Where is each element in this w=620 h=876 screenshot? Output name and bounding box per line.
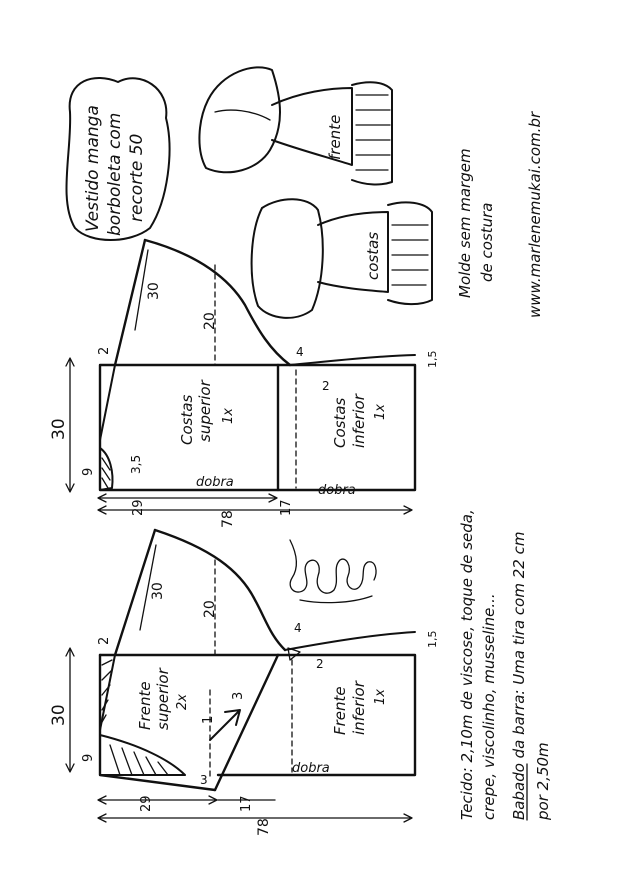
back-sleeve-30: 30 [146,282,162,300]
front-dart-1: 1 [201,716,216,724]
front-shoulder-9: 9 [81,754,96,762]
front-lower-line-1: Frente [331,686,349,735]
front-lower-line-2: inferior [350,680,368,735]
seam-note-line-2: de costura [478,202,496,282]
back-upper-length: 29 [131,499,146,516]
fabric-line-4: por 2,50m [534,742,552,821]
back-sleeve-20: 20 [202,312,218,330]
front-lower-fold: dobra [292,761,330,776]
fabric-notes: Tecido: 2,10m de viscose, toque de seda,… [458,509,552,821]
front-width-label: 30 [49,704,69,726]
fabric-line-1: Tecido: 2,10m de viscose, toque de seda, [458,509,476,820]
back-waist-4: 4 [296,345,304,359]
back-upper-line-1: Costas [178,394,196,445]
sketch-label-back: costas [364,232,382,280]
back-side-2: 2 [322,379,330,393]
title-line-1: Vestido manga [83,105,103,232]
website-note: www.marlenemukai.com.br [526,111,544,318]
sketch-label-front: frente [326,115,344,160]
fabric-line-3: Babado da barra: Uma tira com 22 cm [510,532,528,820]
dress-sketch-front: frente [198,66,393,186]
front-height-label: 78 [256,818,272,836]
front-upper-line-2: superior [154,667,172,730]
fabric-line-2: crepe, viscolinho, musseline... [480,593,498,820]
signature [289,539,377,604]
front-sleeve-30: 30 [150,582,166,600]
front-dart-3: 3 [231,692,246,700]
front-side-2: 2 [316,657,324,671]
title-line-2: borboleta com [105,113,125,236]
back-lower-fold: dobra [318,483,356,498]
seam-note-line-1: Molde sem margem [456,148,474,298]
title-box: Vestido manga borboleta com recorte 50 [65,77,171,241]
back-upper-line-3: 1x [221,408,236,424]
front-upper-line-1: Frente [136,681,154,730]
title-line-3: recorte 50 [127,134,147,222]
front-sleeve-20: 20 [202,600,218,618]
front-lower-line-3: 1x [373,689,388,705]
back-upper-fold: dobra [196,475,234,490]
front-waist-4: 4 [294,621,302,635]
back-lower-line-3: 1x [373,404,388,420]
back-hem-15: 1,5 [426,351,439,369]
front-lower-length: 17 [239,795,254,812]
back-upper-line-2: superior [196,379,214,442]
dress-sketch-back: costas [250,198,433,319]
back-lower-line-2: inferior [350,393,368,448]
back-shoulder-9: 9 [81,468,96,476]
back-width-label: 30 [49,418,69,440]
back-neck-3-5: 3,5 [129,455,143,474]
seam-allowance-note: Molde sem margem de costura [456,148,496,298]
back-lower-length: 17 [279,499,294,516]
back-lower-line-1: Costas [331,397,349,448]
back-neck-2: 2 [97,347,112,355]
front-pattern: 30 78 29 17 9 2 30 20 3 1 3 Fr [49,528,439,836]
back-pattern: 30 78 29 17 9 3,5 2 30 20 Costas superio… [49,238,439,528]
front-hem-15: 1,5 [426,631,439,649]
front-upper-length: 29 [139,795,154,812]
front-bust-3: 3 [200,773,208,787]
back-height-label: 78 [220,510,236,528]
front-neck-2: 2 [97,637,112,645]
front-upper-line-3: 2x [175,694,190,710]
